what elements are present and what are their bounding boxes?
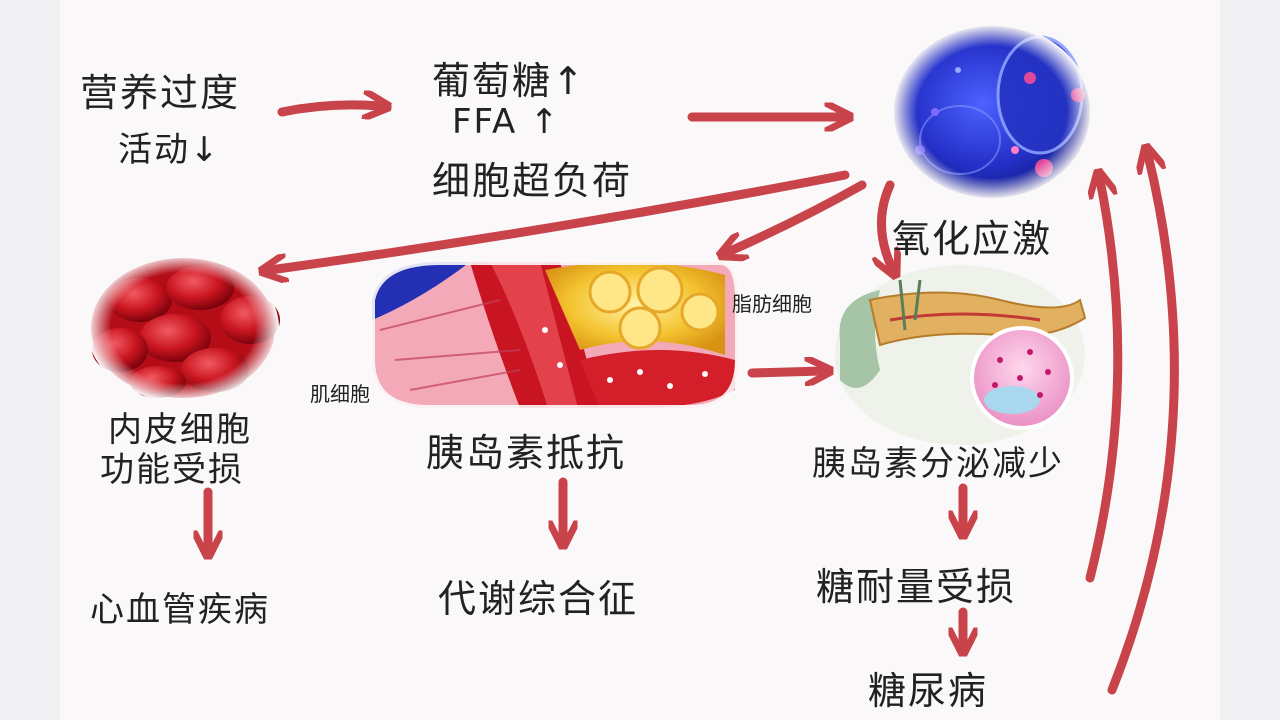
tissue-cross-section-image — [369, 259, 741, 411]
cell-overload-label: 细胞超负荷 — [432, 159, 633, 203]
pancreas-image — [835, 265, 1087, 445]
endothelial-label-2: 功能受损 — [100, 450, 244, 490]
arrow-cell-to-pancreas — [881, 180, 892, 268]
arrow-tolerance-feedback — [1085, 180, 1123, 583]
oxidative-stress-label: 氧化应激 — [892, 217, 1053, 261]
blue-cell-image — [892, 24, 1092, 200]
insulin-secretion-label: 胰岛素分泌减少 — [812, 444, 1064, 484]
arrow-tissue-to-pancreas — [747, 371, 822, 373]
glucose-label: 葡萄糖↑ — [432, 59, 586, 103]
flow-diagram: 营养过度 活动↓ 葡萄糖↑ FFA ↑ 细胞超负荷 氧化应激 脂肪细胞 肌细胞 … — [60, 0, 1220, 720]
endothelial-label-1: 内皮细胞 — [108, 410, 252, 450]
arrow-nutrition-to-glucose — [277, 105, 380, 112]
glucose-tolerance-label: 糖耐量受损 — [816, 565, 1017, 609]
fat-cell-label: 脂肪细胞 — [732, 292, 812, 316]
diabetes-label: 糖尿病 — [868, 669, 989, 713]
ffa-label: FFA ↑ — [452, 102, 561, 142]
arrow-cell-to-tissue — [728, 180, 867, 252]
activity-label: 活动↓ — [118, 130, 221, 170]
flow-arrows — [208, 105, 1179, 695]
arrow-diabetes-feedback — [1107, 155, 1179, 695]
metabolic-syndrome-label: 代谢综合征 — [438, 577, 639, 621]
arrow-cell-to-blood — [270, 170, 850, 270]
insulin-resistance-label: 胰岛素抵抗 — [426, 431, 627, 475]
nutrition-label: 营养过度 — [80, 71, 241, 115]
muscle-cell-label: 肌细胞 — [310, 382, 370, 406]
blood-cells-image — [87, 254, 280, 402]
cardiovascular-label: 心血管疾病 — [90, 590, 270, 630]
